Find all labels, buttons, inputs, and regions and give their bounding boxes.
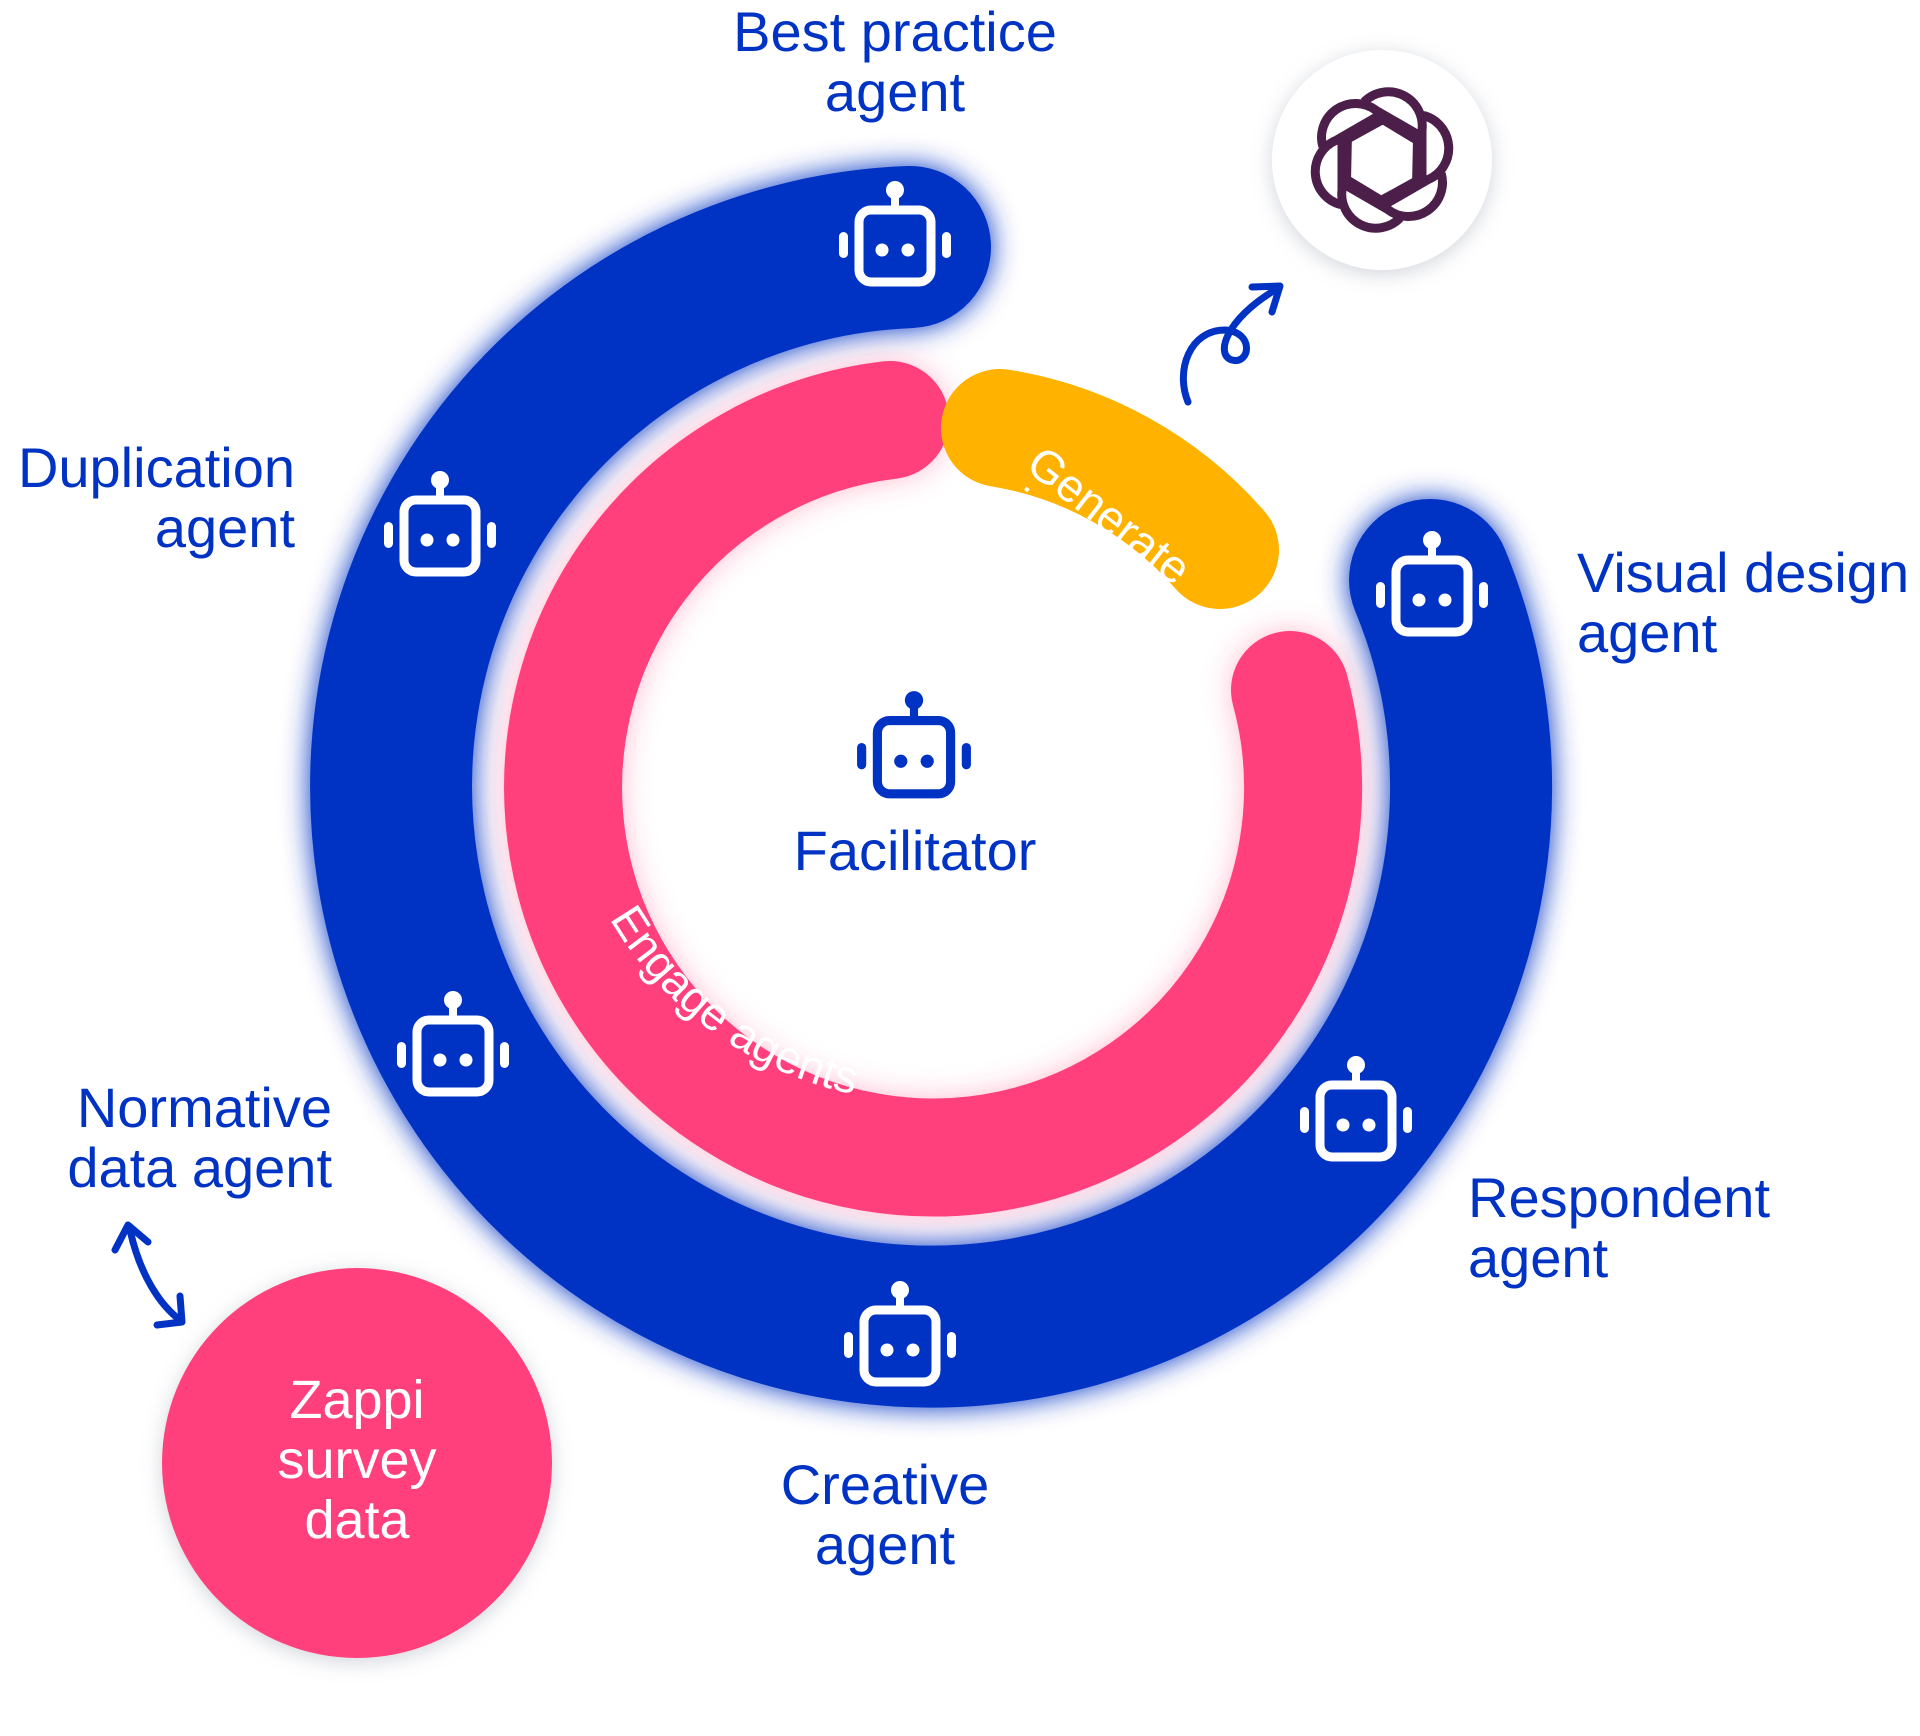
double-arrow-icon xyxy=(111,1221,186,1329)
openai-logo-icon xyxy=(1310,87,1454,233)
openai-logo xyxy=(1272,50,1492,270)
facilitator-robot-icon xyxy=(857,691,971,794)
generate-image-arc xyxy=(941,369,1279,609)
zappi-survey-data-label: Zappi survey data xyxy=(277,1370,437,1550)
arrow-to-openai-icon xyxy=(1179,282,1284,406)
facilitator-label: Facilitator xyxy=(793,819,1037,882)
outer-agent-ring xyxy=(310,166,1553,1408)
engage-agents-ring xyxy=(504,361,1363,1217)
zappi-data-circle xyxy=(162,1268,552,1658)
